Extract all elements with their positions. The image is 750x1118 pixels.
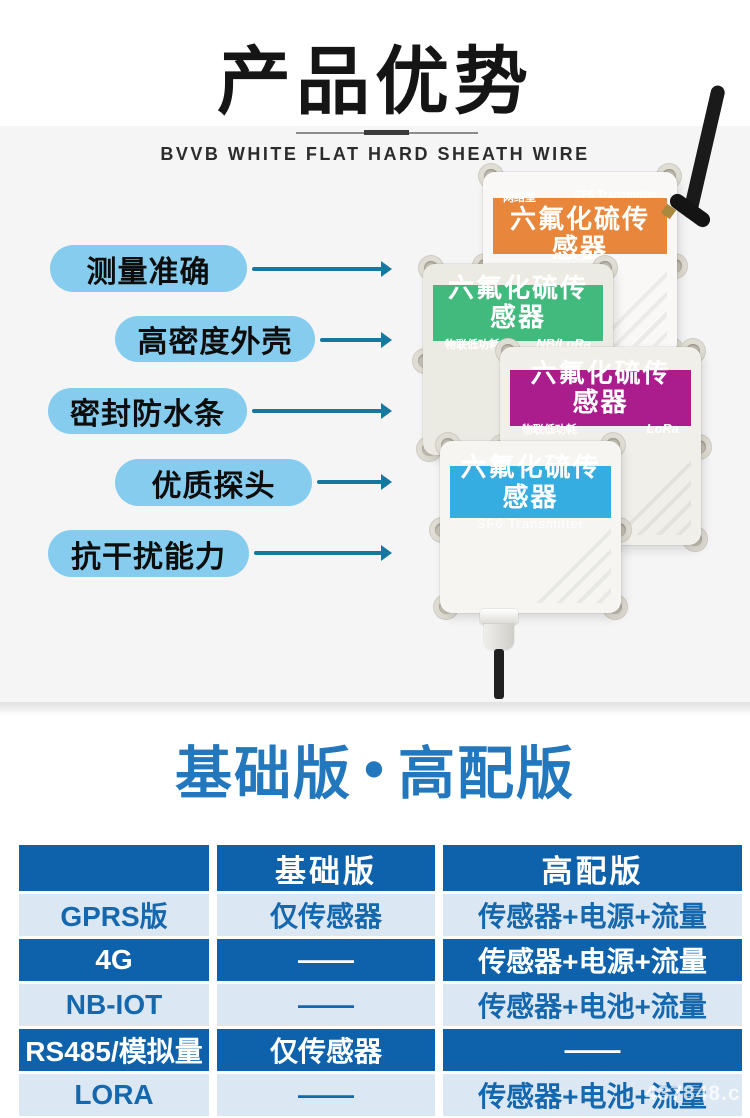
arrow-right-icon [320, 332, 392, 348]
title-divider [296, 130, 478, 135]
arrow-right-icon [317, 474, 392, 490]
device-label-green: 六氟化硫传感器 物联低功耗 NB/LoRa [433, 273, 603, 351]
table-cell: —— [217, 1074, 435, 1116]
device-footer-right: LoRa [646, 421, 680, 437]
feature-pill: 密封防水条 [48, 388, 247, 434]
sensor-cable [494, 649, 504, 699]
cable-gland [480, 609, 518, 625]
device-footer-left: 物联低功耗 [445, 339, 500, 352]
table-cell: —— [217, 984, 435, 1026]
table-header-cell [19, 845, 209, 891]
table-cell: 传感器+电池+流量 [443, 1074, 742, 1116]
page-subtitle: BVVB WHITE FLAT HARD SHEATH WIRE [160, 144, 590, 164]
section-title-right: 高配版 [397, 742, 575, 806]
page-title: 产品优势 [217, 40, 533, 123]
feature-pill: 抗干扰能力 [48, 530, 249, 577]
sensor-lora-version: 六氟化硫传感器 物联低功耗 LoRa [489, 338, 712, 552]
arrow-right-icon [252, 403, 392, 419]
table-cell: 传感器+电源+流量 [443, 894, 742, 936]
watermark: 437848.c [645, 1082, 741, 1105]
photo-bottom-shadow [0, 702, 750, 716]
table-header-cell: 基础版 [217, 845, 435, 891]
table-cell: 传感器+电池+流量 [443, 984, 742, 1026]
device-tag-left: 网络型 [503, 191, 536, 204]
bullet-separator: • [364, 737, 386, 801]
cable-gland-body [484, 624, 514, 650]
section-title-left: 基础版 [175, 742, 353, 806]
table-cell: NB-IOT [19, 984, 209, 1026]
arrow-right-icon [252, 261, 392, 277]
table-header-cell: 高配版 [443, 845, 742, 891]
table-cell: 仅传感器 [217, 894, 435, 936]
device-label-orange: 网络型 SF6 Transmitter 六氟化硫传感器 [493, 189, 667, 263]
device-tag-right: SF6 Transmitter [573, 188, 657, 201]
table-cell: GPRS版 [19, 894, 209, 936]
device-title: 六氟化硫传感器 [509, 203, 650, 263]
feature-pill: 高密度外壳 [115, 316, 315, 362]
table-cell: 仅传感器 [217, 1029, 435, 1071]
table-cell: 4G [19, 939, 209, 981]
device-subtitle: SF6 Transmitter [476, 515, 585, 531]
device-title: 六氟化硫传感器 [447, 272, 588, 332]
table-cell: RS485/模拟量 [19, 1029, 209, 1071]
comparison-table: 基础版 高配版 GPRS版 仅传感器 传感器+电源+流量 4G —— 传感器+电… [19, 845, 742, 1116]
device-footer-left: 物联低功耗 [522, 424, 577, 437]
feature-pill: 测量准确 [50, 245, 247, 292]
device-label-blue: 六氟化硫传感器 SF6 Transmitter [450, 453, 611, 531]
table-cell: —— [443, 1029, 742, 1071]
table-cell: LORA [19, 1074, 209, 1116]
arrow-right-icon [254, 545, 392, 561]
table-cell: 传感器+电源+流量 [443, 939, 742, 981]
device-label-magenta: 六氟化硫传感器 物联低功耗 LoRa [510, 358, 691, 436]
divider-accent [364, 130, 409, 135]
device-title: 六氟化硫传感器 [460, 452, 601, 512]
device-title: 六氟化硫传感器 [530, 357, 671, 417]
sensor-wired-version: 六氟化硫传感器 SF6 Transmitter [429, 432, 632, 620]
table-cell: —— [217, 939, 435, 981]
section-title: 基础版 • 高配版 [0, 728, 750, 810]
feature-pill: 优质探头 [115, 459, 312, 506]
